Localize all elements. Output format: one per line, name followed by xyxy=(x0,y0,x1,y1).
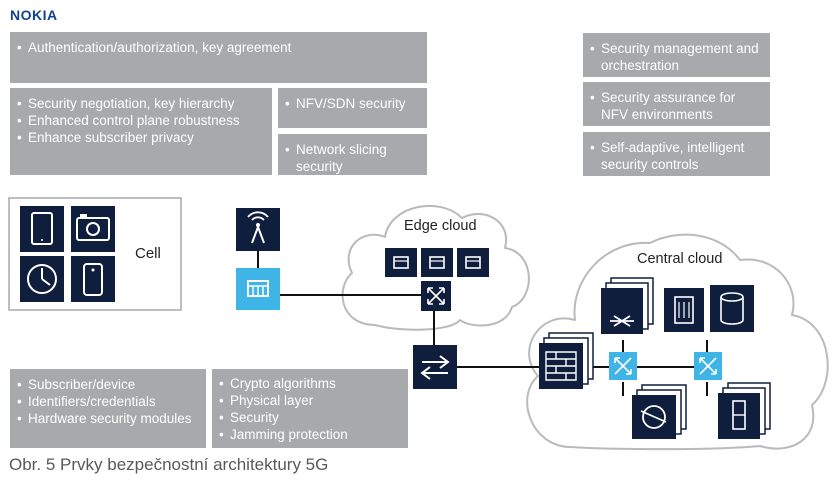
clock-icon xyxy=(20,256,64,302)
cell-label: Cell xyxy=(135,245,161,262)
box-item: Network slicing security xyxy=(285,141,419,175)
central-cloud-label: Central cloud xyxy=(637,251,722,267)
edge-server-icon xyxy=(457,248,489,277)
edge-switch-icon xyxy=(421,281,451,311)
camera-icon xyxy=(71,206,115,252)
phone-icon xyxy=(71,256,115,302)
tablet-icon xyxy=(20,206,64,252)
edge-server-icon xyxy=(385,248,417,277)
base-station-icon xyxy=(236,268,280,310)
box-item: Identifiers/credentials xyxy=(17,393,198,410)
box-subscriber-device: Subscriber/device Identifiers/credential… xyxy=(10,369,206,448)
box-item: Self-adaptive, intelligent security cont… xyxy=(590,139,762,173)
figure-caption: Obr. 5 Prvky bezpečnostní architektury 5… xyxy=(9,455,329,474)
central-switch-icon xyxy=(694,352,722,380)
box-item: Crypto algorithms xyxy=(219,375,400,392)
vnf-storage-icon xyxy=(718,382,771,439)
box-item: Jamming protection xyxy=(219,426,400,443)
box-crypto-algorithms: Crypto algorithms Physical layer Securit… xyxy=(212,369,408,448)
server-icon xyxy=(664,288,704,332)
box-network-slicing: Network slicing security xyxy=(278,134,427,175)
antenna-icon xyxy=(236,208,280,251)
edge-cloud-label: Edge cloud xyxy=(404,218,477,234)
box-item: Security negotiation, key hierarchy xyxy=(17,95,264,112)
box-security-assurance: Security assurance for NFV environments xyxy=(583,82,770,126)
vnf-stack-icon xyxy=(601,277,654,334)
edge-server-icon xyxy=(421,248,453,277)
nokia-logo: NOKIA xyxy=(10,7,58,23)
box-item: Physical layer xyxy=(219,392,400,409)
box-item: Subscriber/device xyxy=(17,376,198,393)
box-item: Security assurance for NFV environments xyxy=(590,89,762,123)
router-icon xyxy=(413,345,457,389)
vnf-orbit-icon xyxy=(632,384,687,439)
box-self-adaptive: Self-adaptive, intelligent security cont… xyxy=(583,132,770,176)
database-icon xyxy=(710,285,754,332)
box-item: Security management and orchestration xyxy=(590,40,762,74)
box-item: Enhanced control plane robustness xyxy=(17,112,264,129)
central-switch-icon xyxy=(609,352,637,380)
box-authentication: Authentication/authorization, key agreem… xyxy=(10,32,427,83)
box-item: Enhance subscriber privacy xyxy=(17,129,264,146)
box-item: Hardware security modules xyxy=(17,410,198,427)
box-item: Security xyxy=(219,409,400,426)
box-nfv-sdn-security: NFV/SDN security xyxy=(278,88,427,128)
firewall-icon xyxy=(539,332,594,389)
box-security-management: Security management and orchestration xyxy=(583,33,770,77)
box-security-negotiation: Security negotiation, key hierarchy Enha… xyxy=(10,88,272,175)
box-item: NFV/SDN security xyxy=(285,95,419,112)
box-item: Authentication/authorization, key agreem… xyxy=(17,39,419,56)
